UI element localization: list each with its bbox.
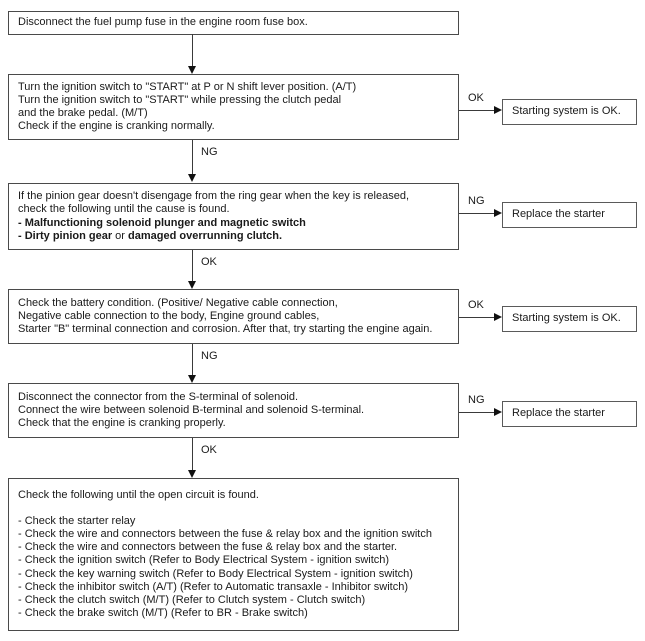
step-ignition-crank-test: Turn the ignition switch to "START" at P… <box>8 74 459 140</box>
step-text: Negative cable connection to the body, E… <box>18 309 320 322</box>
blank-line <box>18 502 449 515</box>
flow-line-down-4 <box>192 344 193 376</box>
step-text: Turn the ignition switch to "START" at P… <box>18 80 357 93</box>
result-replace-starter-2: Replace the starter <box>502 401 637 427</box>
step-pinion-gear-check: If the pinion gear doesn't disengage fro… <box>8 183 459 250</box>
flow-line-right-3 <box>459 317 495 318</box>
flow-line-right-2 <box>459 213 495 214</box>
arrow-down-icon <box>188 66 196 74</box>
ng-branch-label: NG <box>468 195 485 207</box>
step-text: Disconnect the connector from the S-term… <box>18 390 299 403</box>
step-text: check the following until the cause is f… <box>18 203 230 216</box>
result-text: Starting system is OK. <box>512 105 621 118</box>
arrow-down-icon <box>188 470 196 478</box>
flow-line-down-2 <box>192 140 193 175</box>
checklist-item: - Check the starter relay <box>18 514 136 527</box>
checklist-item: - Check the key warning switch (Refer to… <box>18 567 413 580</box>
checklist-item: - Check the inhibitor switch (A/T) (Refe… <box>18 580 409 593</box>
flow-line-down-3 <box>192 250 193 282</box>
arrow-right-icon <box>494 408 502 416</box>
result-text: Replace the starter <box>512 208 605 221</box>
step-disconnect-fuel-pump-fuse: Disconnect the fuel pump fuse in the eng… <box>8 11 459 35</box>
arrow-right-icon <box>494 209 502 217</box>
ng-branch-label: NG <box>468 394 485 406</box>
step-battery-check: Check the battery condition. (Positive/ … <box>8 289 459 344</box>
checklist-item: - Check the clutch switch (M/T) (Refer t… <box>18 594 366 606</box>
result-text: Replace the starter <box>512 407 605 420</box>
step-solenoid-jumper-test: Disconnect the connector from the S-term… <box>8 383 459 438</box>
step-text: Check that the engine is cranking proper… <box>18 417 226 430</box>
checklist-item: - Check the ignition switch (Refer to Bo… <box>18 554 390 567</box>
arrow-down-icon <box>188 281 196 289</box>
checklist-item: - Check the brake switch (M/T) (Refer to… <box>18 607 308 620</box>
step-text: Disconnect the fuel pump fuse in the eng… <box>18 16 308 29</box>
ok-branch-label: OK <box>468 299 484 311</box>
arrow-right-icon <box>494 106 502 114</box>
ng-branch-label: NG <box>201 350 218 362</box>
ok-branch-label: OK <box>201 444 217 456</box>
result-starting-system-ok-1: Starting system is OK. <box>502 99 637 125</box>
flow-line-right-1 <box>459 110 495 111</box>
flow-line-down-5 <box>192 438 193 471</box>
checklist-item: - Check the wire and connectors between … <box>18 541 398 554</box>
ng-branch-label: NG <box>201 146 218 158</box>
bold-segment: damaged overrunning clutch. <box>128 229 283 242</box>
result-replace-starter-1: Replace the starter <box>502 202 637 228</box>
step-text: Check the following until the open circu… <box>18 488 259 501</box>
step-text: Check if the engine is cranking normally… <box>18 120 215 133</box>
bold-segment: - Dirty pinion gear <box>18 229 113 242</box>
ok-branch-label: OK <box>201 256 217 268</box>
step-open-circuit-checklist: Check the following until the open circu… <box>8 478 459 631</box>
step-text-bold: - Malfunctioning solenoid plunger and ma… <box>18 216 306 229</box>
ok-branch-label: OK <box>468 92 484 104</box>
step-text: Turn the ignition switch to "START" whil… <box>18 93 342 106</box>
step-text: and the brake pedal. (M/T) <box>18 107 148 119</box>
flow-line-right-4 <box>459 412 495 413</box>
checklist-item: - Check the wire and connectors between … <box>18 527 432 540</box>
arrow-down-icon <box>188 375 196 383</box>
step-text: Connect the wire between solenoid B-term… <box>18 403 365 416</box>
result-starting-system-ok-2: Starting system is OK. <box>502 306 637 332</box>
flow-line-down-1 <box>192 34 193 67</box>
result-text: Starting system is OK. <box>512 312 621 325</box>
step-text-mixed: - Dirty pinion gear or damaged overrunni… <box>18 230 449 243</box>
arrow-right-icon <box>494 313 502 321</box>
normal-segment: or <box>112 229 129 242</box>
arrow-down-icon <box>188 174 196 182</box>
step-text: Check the battery condition. (Positive/ … <box>18 296 338 309</box>
step-text: If the pinion gear doesn't disengage fro… <box>18 190 410 203</box>
step-text: Starter "B" terminal connection and corr… <box>18 323 433 336</box>
